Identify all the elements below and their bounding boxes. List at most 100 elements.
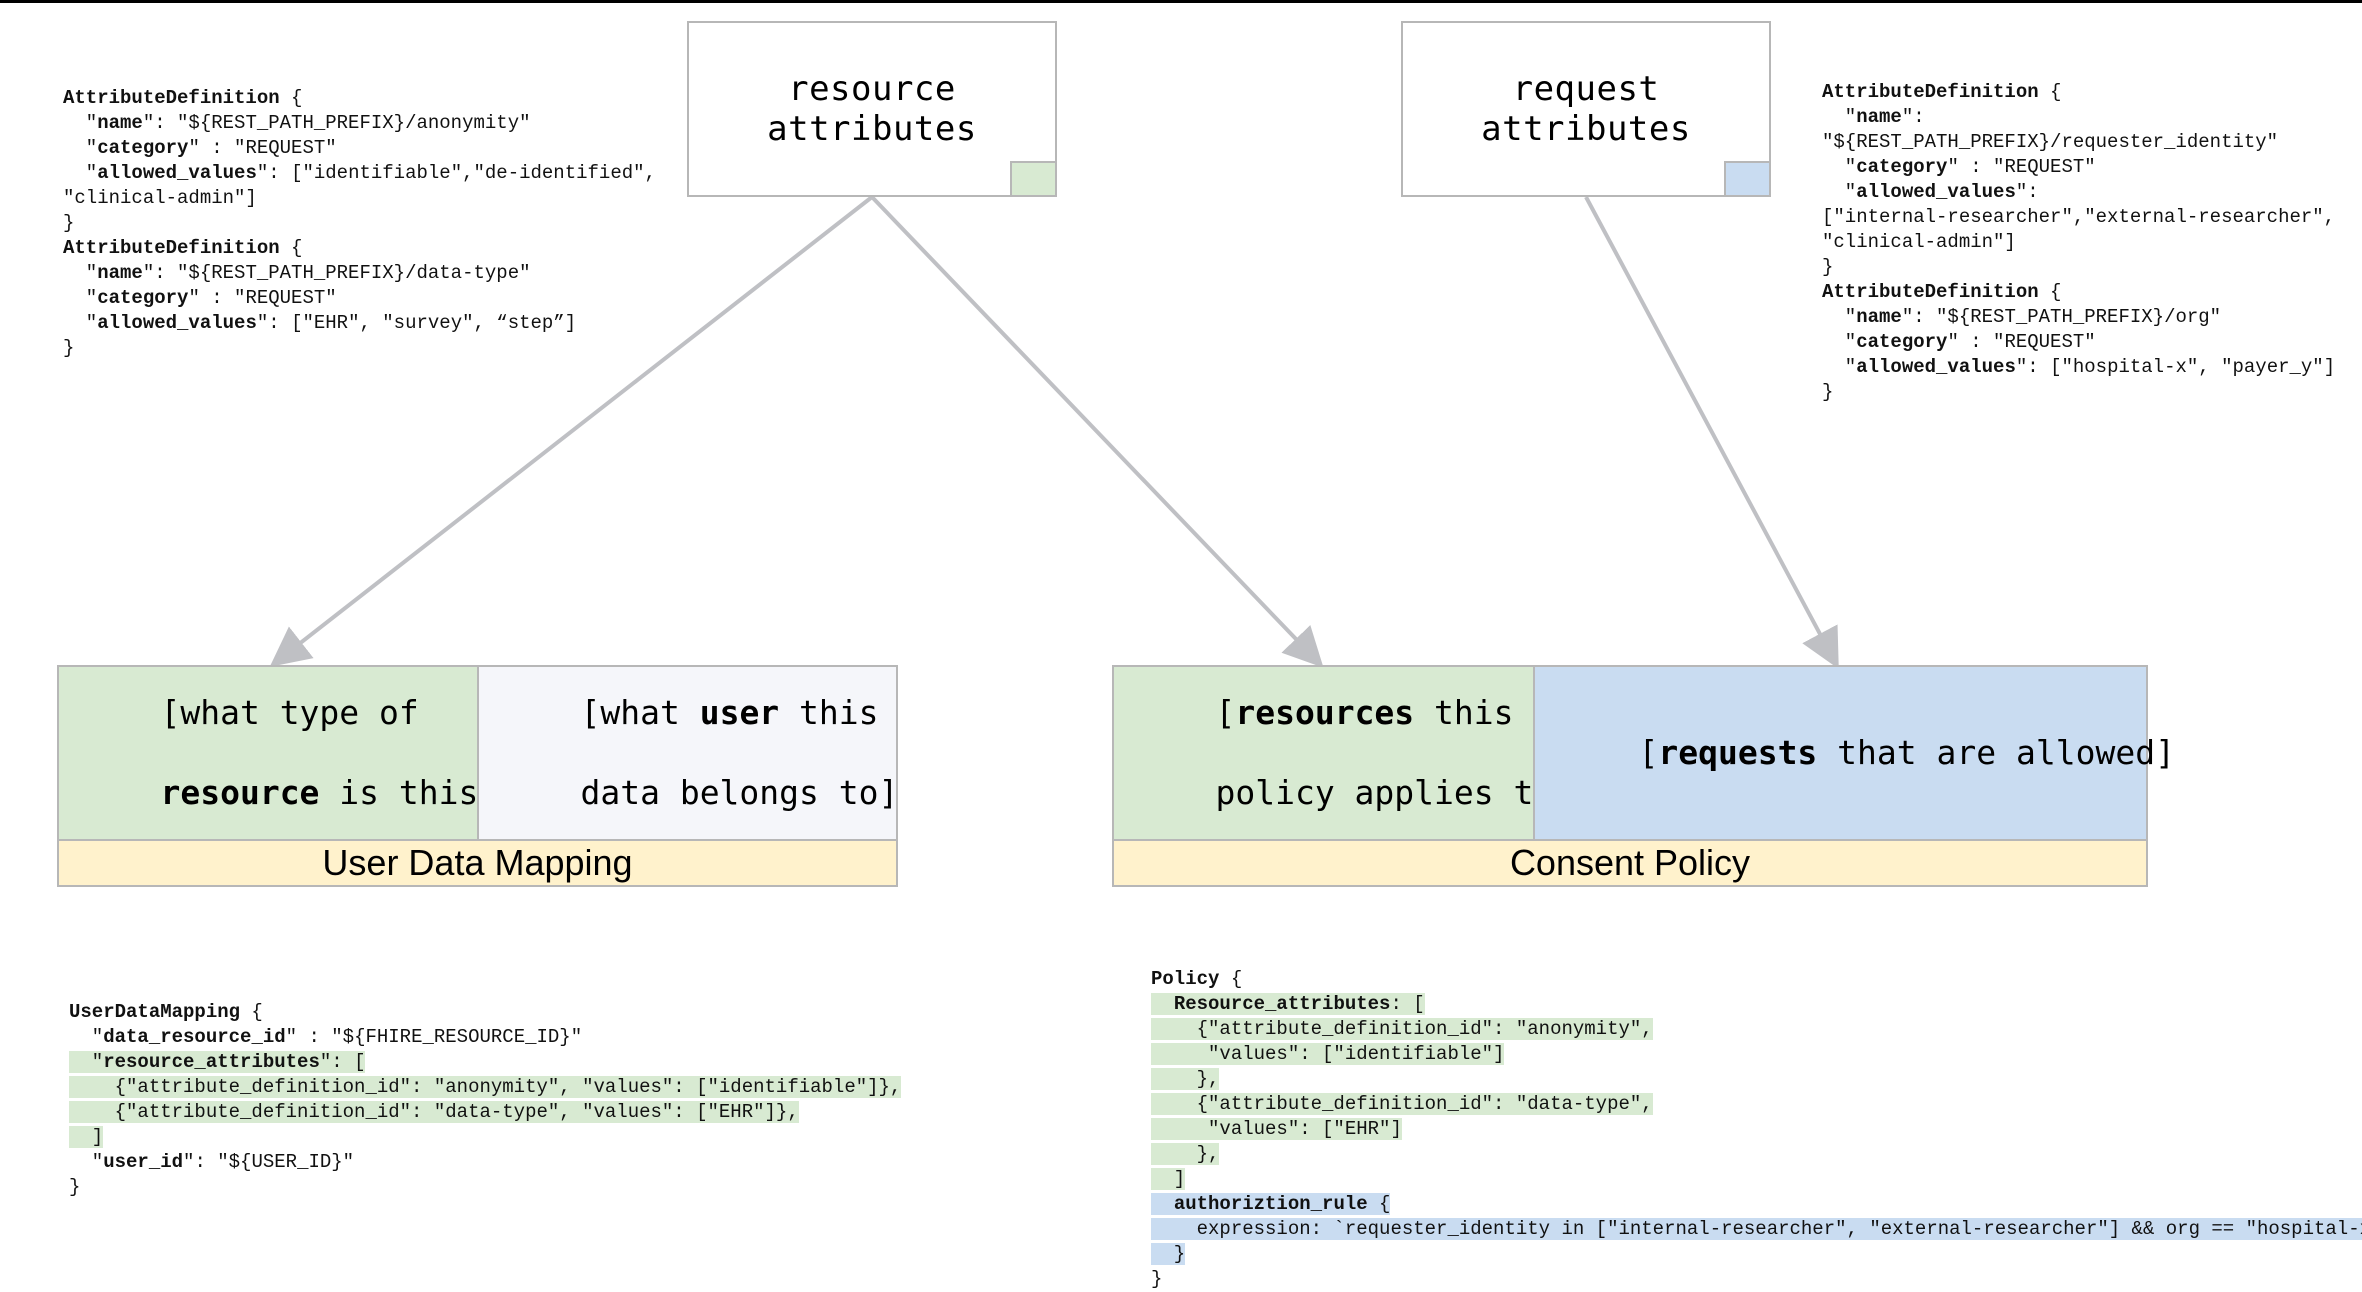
code-text: ] bbox=[1151, 1168, 1186, 1190]
code-line-content: expression: `requester_identity in ["int… bbox=[1151, 1218, 2362, 1240]
code-text: " : "REQUEST" bbox=[188, 137, 337, 159]
code-text: } bbox=[1822, 256, 1834, 278]
code-text: "values": ["identifiable"] bbox=[1151, 1043, 1505, 1065]
code-line: "category" : "REQUEST" bbox=[63, 286, 656, 311]
udm-user-line2: data belongs to] bbox=[580, 773, 899, 812]
code-text: " bbox=[63, 287, 98, 309]
code-line-content: "allowed_values": ["identifiable","de-id… bbox=[63, 162, 656, 184]
code-line-content: AttributeDefinition { bbox=[1822, 81, 2061, 103]
code-keyword: category bbox=[1856, 156, 1948, 178]
code-text: "${REST_PATH_PREFIX}/requester_identity" bbox=[1822, 131, 2279, 153]
policy-request-bold: requests bbox=[1658, 733, 1818, 772]
code-line: "name": bbox=[1822, 105, 2335, 130]
code-line-content: } bbox=[63, 337, 74, 359]
code-line: "name": "${REST_PATH_PREFIX}/data-type" bbox=[63, 261, 656, 286]
code-keyword: Resource_attributes bbox=[1173, 993, 1391, 1015]
udm-user-bold: user bbox=[699, 693, 780, 732]
code-line: "allowed_values": ["identifiable","de-id… bbox=[63, 161, 656, 186]
code-line-content: UserDataMapping { bbox=[69, 1001, 263, 1023]
code-text: " : "REQUEST" bbox=[1947, 156, 2096, 178]
code-line: ] bbox=[69, 1125, 901, 1150]
code-line: "values": ["identifiable"] bbox=[1151, 1042, 2362, 1067]
request-attributes-line2: attributes bbox=[1481, 109, 1691, 149]
code-line-content: }, bbox=[1151, 1143, 1220, 1165]
udm-resource-cell: [what type of resource is this] bbox=[57, 665, 498, 841]
code-line: UserDataMapping { bbox=[69, 1000, 901, 1025]
code-line-content: } bbox=[63, 212, 74, 234]
code-text: ": ["identifiable","de-identified", bbox=[256, 162, 656, 184]
code-line: "data_resource_id" : "${FHIRE_RESOURCE_I… bbox=[69, 1025, 901, 1050]
code-line: AttributeDefinition { bbox=[1822, 280, 2335, 305]
resource-color-swatch bbox=[1010, 161, 1055, 195]
policy-code: Policy { Resource_attributes: [ {"attrib… bbox=[1151, 967, 2362, 1292]
code-line: } bbox=[1822, 255, 2335, 280]
code-keyword: name bbox=[97, 112, 143, 134]
code-text: ": "${REST_PATH_PREFIX}/data-type" bbox=[142, 262, 531, 284]
code-line: {"attribute_definition_id": "anonymity",… bbox=[69, 1075, 902, 1100]
code-text: { bbox=[1367, 1193, 1391, 1215]
code-line: "category" : "REQUEST" bbox=[1822, 155, 2335, 180]
resource-attributes-line2: attributes bbox=[767, 109, 977, 149]
code-line-content: {"attribute_definition_id": "data-type", bbox=[1151, 1093, 1653, 1115]
code-line-content: "allowed_values": ["EHR", "survey", “ste… bbox=[63, 312, 576, 334]
code-text: { bbox=[279, 237, 303, 259]
code-text: " bbox=[1822, 181, 1857, 203]
code-line: "category" : "REQUEST" bbox=[63, 136, 656, 161]
code-text: : [ bbox=[1390, 993, 1425, 1015]
code-keyword: allowed_values bbox=[1856, 181, 2016, 203]
code-line: "${REST_PATH_PREFIX}/requester_identity" bbox=[1822, 130, 2335, 155]
code-keyword: category bbox=[97, 137, 189, 159]
code-line-content: "name": "${REST_PATH_PREFIX}/org" bbox=[1822, 306, 2221, 328]
code-text: ": bbox=[2015, 181, 2039, 203]
code-text: {"attribute_definition_id": "data-type", bbox=[1151, 1093, 1653, 1115]
code-line-content: ] bbox=[1151, 1168, 1186, 1190]
code-line-content: "${REST_PATH_PREFIX}/requester_identity" bbox=[1822, 131, 2278, 153]
request-attributes-line1: request bbox=[1512, 69, 1660, 109]
code-keyword: name bbox=[1856, 106, 1902, 128]
code-keyword: resource_attributes bbox=[103, 1051, 320, 1073]
code-text: { bbox=[240, 1001, 263, 1023]
code-line: }, bbox=[1151, 1142, 2362, 1167]
udm-user-cell: [what user this data belongs to] bbox=[477, 665, 898, 841]
code-text: "clinical-admin"] bbox=[63, 187, 257, 209]
code-line: AttributeDefinition { bbox=[63, 236, 656, 261]
code-line-content: "category" : "REQUEST" bbox=[1822, 156, 2096, 178]
user-data-mapping-code: UserDataMapping { "data_resource_id" : "… bbox=[69, 1000, 902, 1200]
code-text: } bbox=[63, 337, 75, 359]
code-line: {"attribute_definition_id": "anonymity", bbox=[1151, 1017, 2362, 1042]
code-line-content: "values": ["EHR"] bbox=[1151, 1118, 1402, 1140]
code-line: "name": "${REST_PATH_PREFIX}/org" bbox=[1822, 305, 2335, 330]
code-keyword: AttributeDefinition bbox=[63, 87, 280, 109]
arrow-resource-to-consent-policy bbox=[870, 195, 1324, 668]
code-line-content: ] bbox=[69, 1126, 104, 1148]
arrow-request-to-consent-policy bbox=[1584, 196, 1839, 670]
code-line: ["internal-researcher","external-researc… bbox=[1822, 205, 2335, 230]
code-text: "values": ["EHR"] bbox=[1151, 1118, 1402, 1140]
udm-user-line1a: [what bbox=[580, 693, 700, 732]
code-line: Resource_attributes: [ bbox=[1151, 992, 2362, 1017]
code-text: ": [ bbox=[319, 1051, 366, 1073]
code-text: " bbox=[1822, 331, 1857, 353]
code-line: "allowed_values": ["EHR", "survey", “ste… bbox=[63, 311, 656, 336]
policy-request-cell: [requests that are allowed] bbox=[1533, 665, 2175, 841]
code-keyword: AttributeDefinition bbox=[1822, 281, 2039, 303]
request-attributes-box: request attributes bbox=[1401, 21, 1771, 197]
policy-resource-bold: resources bbox=[1235, 693, 1415, 732]
resource-attribute-definitions: AttributeDefinition { "name": "${REST_PA… bbox=[63, 86, 656, 361]
code-line-content: "allowed_values": ["hospital-x", "payer_… bbox=[1822, 356, 2335, 378]
code-line-content: "category" : "REQUEST" bbox=[1822, 331, 2096, 353]
policy-resource-cell: [resources this policy applies to] bbox=[1112, 665, 1573, 841]
code-line-content: AttributeDefinition { bbox=[63, 237, 302, 259]
code-line: "user_id": "${USER_ID}" bbox=[69, 1150, 901, 1175]
code-line: AttributeDefinition { bbox=[1822, 80, 2335, 105]
policy-request-a: [ bbox=[1638, 733, 1659, 772]
code-keyword: allowed_values bbox=[97, 162, 257, 184]
code-text: " bbox=[1822, 306, 1857, 328]
code-line: "resource_attributes": [ bbox=[69, 1050, 901, 1075]
code-text: " bbox=[63, 162, 98, 184]
request-attribute-definitions: AttributeDefinition { "name":"${REST_PAT… bbox=[1822, 80, 2335, 405]
code-keyword: category bbox=[97, 287, 189, 309]
code-text: {"attribute_definition_id": "data-type",… bbox=[69, 1101, 799, 1123]
code-line: "clinical-admin"] bbox=[1822, 230, 2335, 255]
